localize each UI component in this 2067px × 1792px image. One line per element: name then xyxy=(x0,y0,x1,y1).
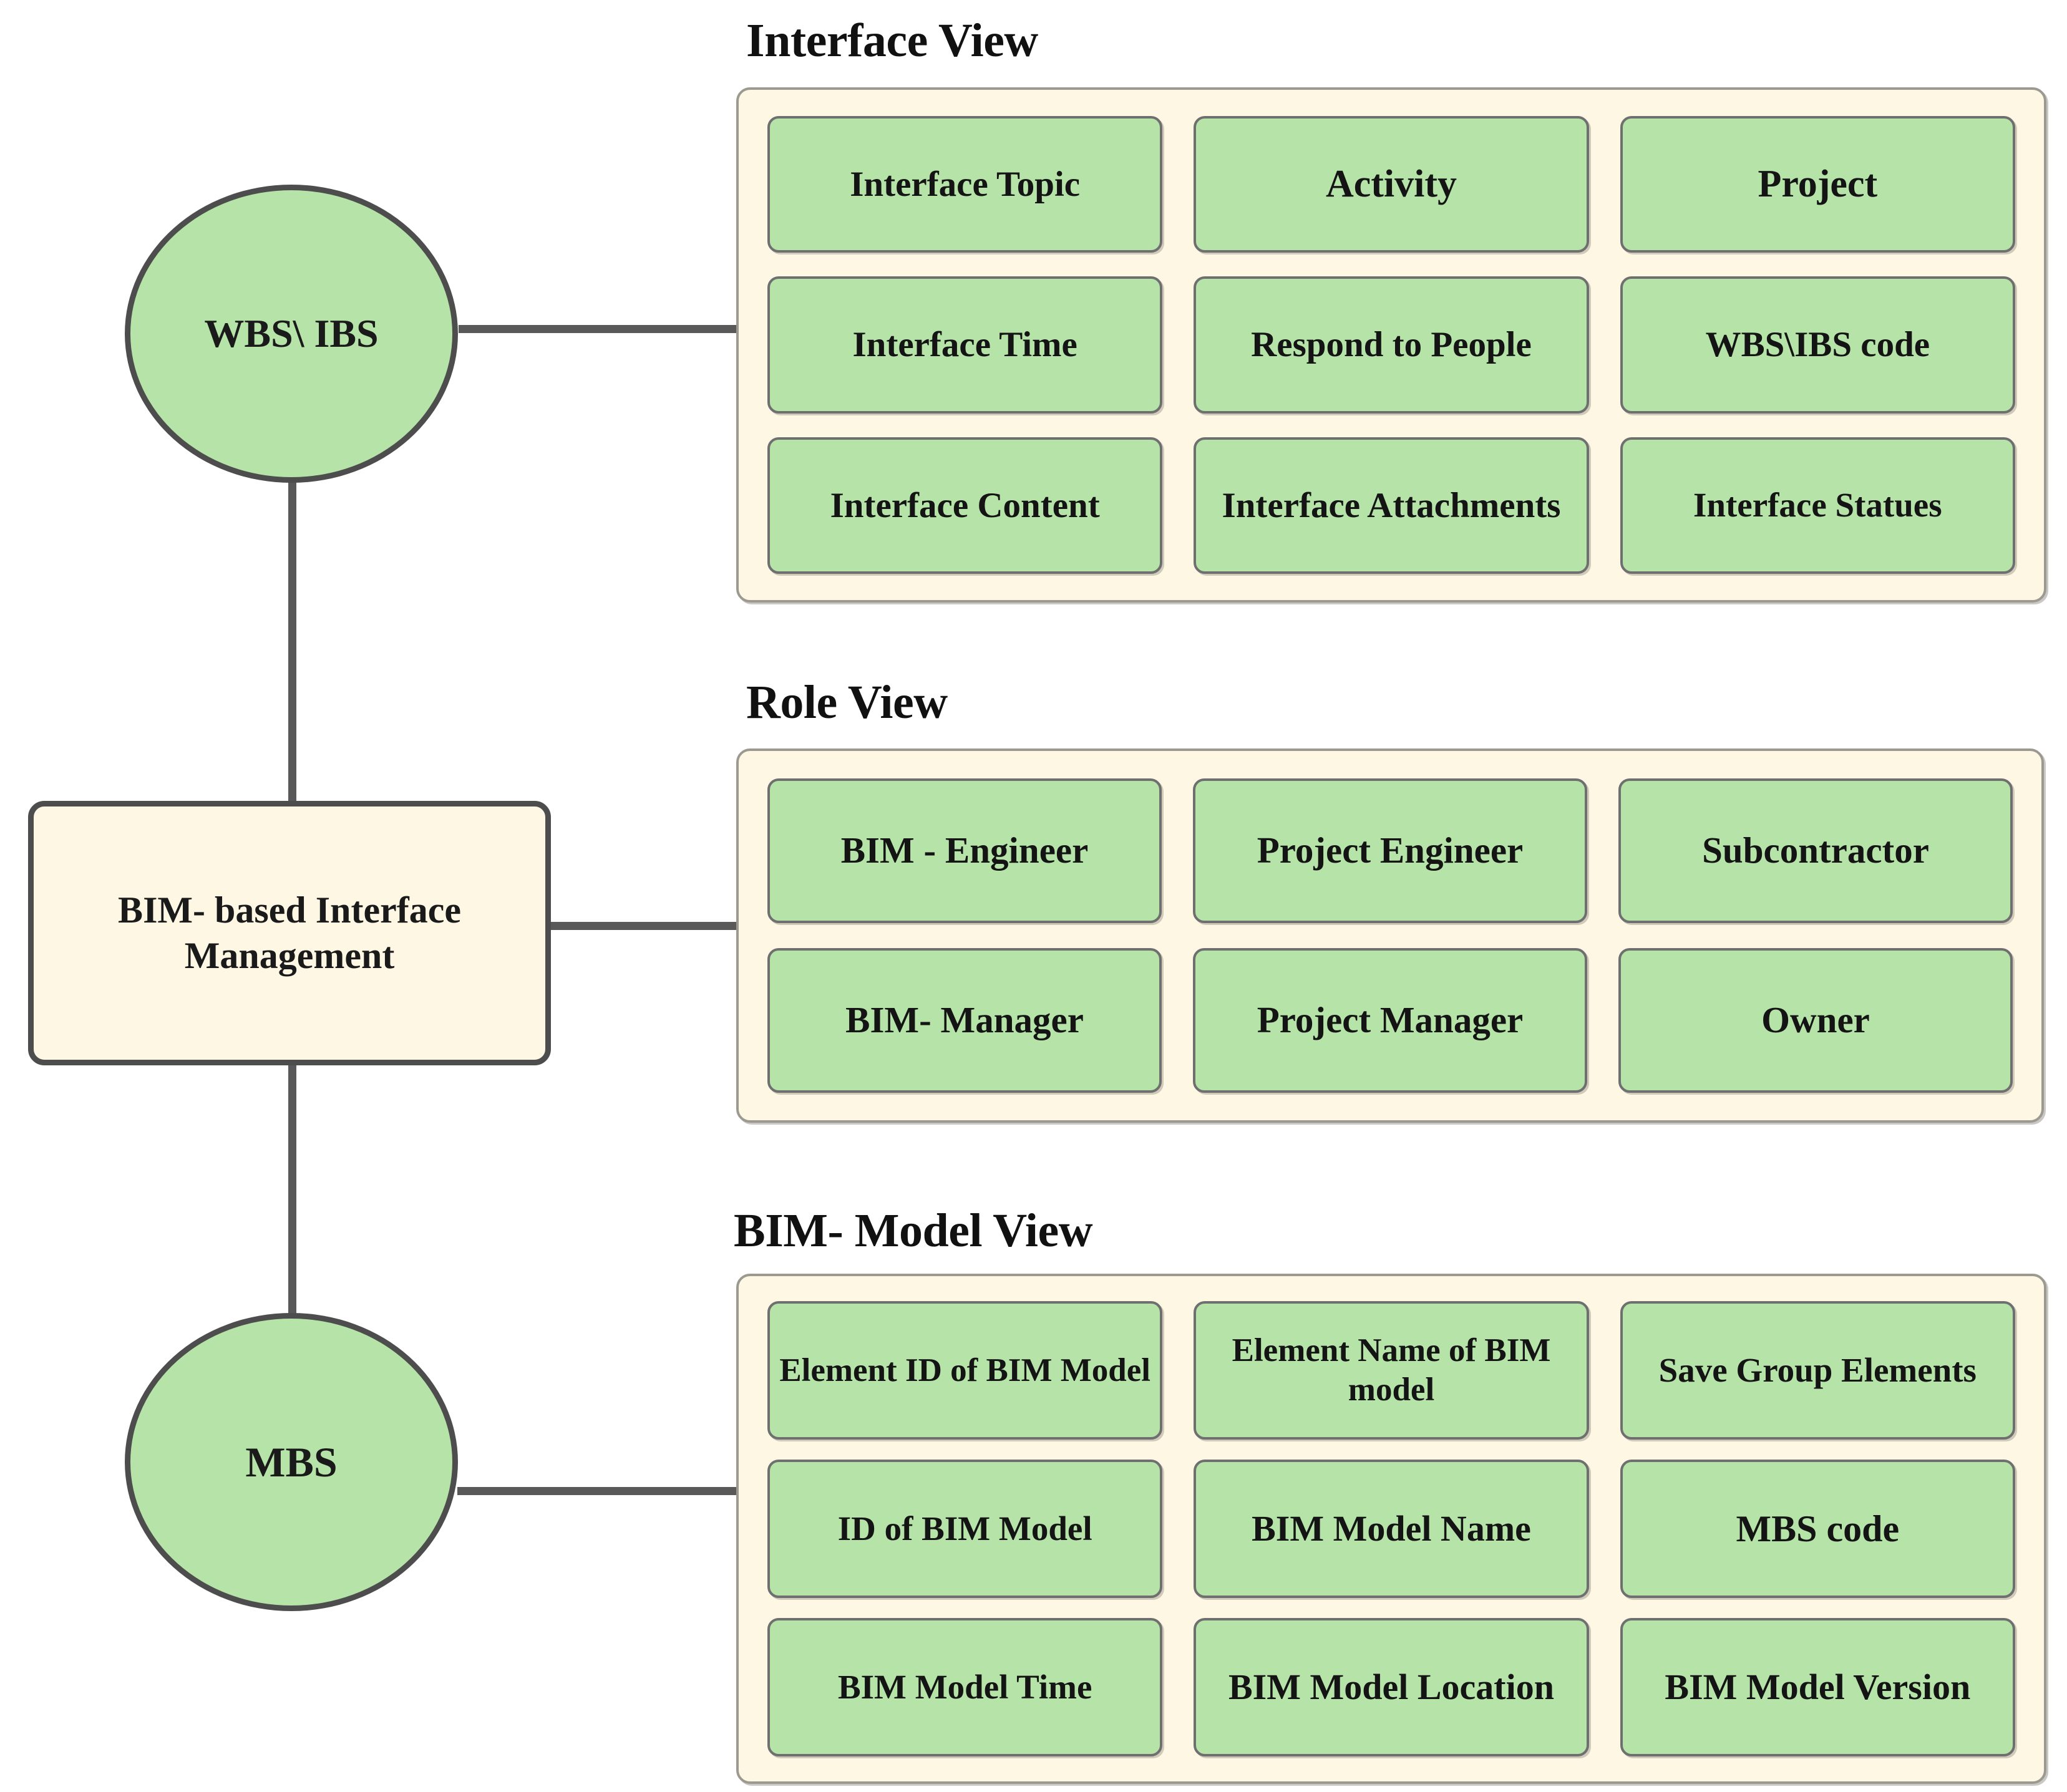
node-mbs[interactable]: MBS xyxy=(125,1313,458,1611)
panel-grid-role-view: BIM - Engineer Project Engineer Subcontr… xyxy=(739,751,2041,1120)
group-title-bim-model-view: BIM- Model View xyxy=(734,1204,1093,1257)
chip-bim-model-version[interactable]: BIM Model Version xyxy=(1620,1618,2015,1756)
chip-bim-model-name[interactable]: BIM Model Name xyxy=(1194,1460,1589,1598)
chip-element-id-of-bim-model[interactable]: Element ID of BIM Model xyxy=(767,1301,1163,1440)
panel-grid-bim-model-view: Element ID of BIM Model Element Name of … xyxy=(739,1276,2044,1781)
chip-project-manager[interactable]: Project Manager xyxy=(1193,948,1587,1093)
panel-role-view: BIM - Engineer Project Engineer Subcontr… xyxy=(736,748,2044,1123)
chip-project-engineer[interactable]: Project Engineer xyxy=(1193,778,1587,923)
chip-owner[interactable]: Owner xyxy=(1618,948,2013,1093)
connector-wbs-to-center xyxy=(288,477,296,805)
node-wbs-ibs[interactable]: WBS\ IBS xyxy=(125,185,458,483)
connector-center-to-mbs xyxy=(288,1064,296,1316)
chip-subcontractor[interactable]: Subcontractor xyxy=(1618,778,2013,923)
panel-interface-view: Interface Topic Activity Project Interfa… xyxy=(736,87,2046,603)
chip-respond-to-people[interactable]: Respond to People xyxy=(1194,276,1589,414)
chip-interface-content[interactable]: Interface Content xyxy=(767,437,1163,574)
chip-save-group-elements[interactable]: Save Group Elements xyxy=(1620,1301,2015,1440)
chip-id-of-bim-model[interactable]: ID of BIM Model xyxy=(767,1460,1163,1598)
chip-bim-engineer[interactable]: BIM - Engineer xyxy=(767,778,1162,923)
node-bim-based-interface-management[interactable]: BIM- based Interface Management xyxy=(28,801,551,1065)
chip-activity[interactable]: Activity xyxy=(1194,116,1589,253)
chip-bim-model-time[interactable]: BIM Model Time xyxy=(767,1618,1163,1756)
node-bim-based-interface-management-label: BIM- based Interface Management xyxy=(118,889,461,976)
group-title-role-view: Role View xyxy=(746,676,948,729)
chip-mbs-code[interactable]: MBS code xyxy=(1620,1460,2015,1598)
panel-grid-interface-view: Interface Topic Activity Project Interfa… xyxy=(739,90,2044,600)
connector-center-to-role-view xyxy=(549,922,738,930)
group-title-interface-view: Interface View xyxy=(746,14,1038,67)
connector-wbs-to-interface-view xyxy=(459,325,738,333)
node-wbs-ibs-label: WBS\ IBS xyxy=(204,311,379,356)
chip-wbs-ibs-code[interactable]: WBS\IBS code xyxy=(1620,276,2015,414)
chip-element-name-of-bim-model[interactable]: Element Name of BIM model xyxy=(1194,1301,1589,1440)
chip-interface-topic[interactable]: Interface Topic xyxy=(767,116,1163,253)
chip-bim-manager[interactable]: BIM- Manager xyxy=(767,948,1162,1093)
node-mbs-label: MBS xyxy=(245,1438,338,1486)
chip-bim-model-location[interactable]: BIM Model Location xyxy=(1194,1618,1589,1756)
chip-interface-time[interactable]: Interface Time xyxy=(767,276,1163,414)
chip-interface-statues[interactable]: Interface Statues xyxy=(1620,437,2015,574)
chip-project[interactable]: Project xyxy=(1620,116,2015,253)
panel-bim-model-view: Element ID of BIM Model Element Name of … xyxy=(736,1274,2046,1784)
chip-interface-attachments[interactable]: Interface Attachments xyxy=(1194,437,1589,574)
connector-mbs-to-bim-model-view xyxy=(457,1487,738,1495)
